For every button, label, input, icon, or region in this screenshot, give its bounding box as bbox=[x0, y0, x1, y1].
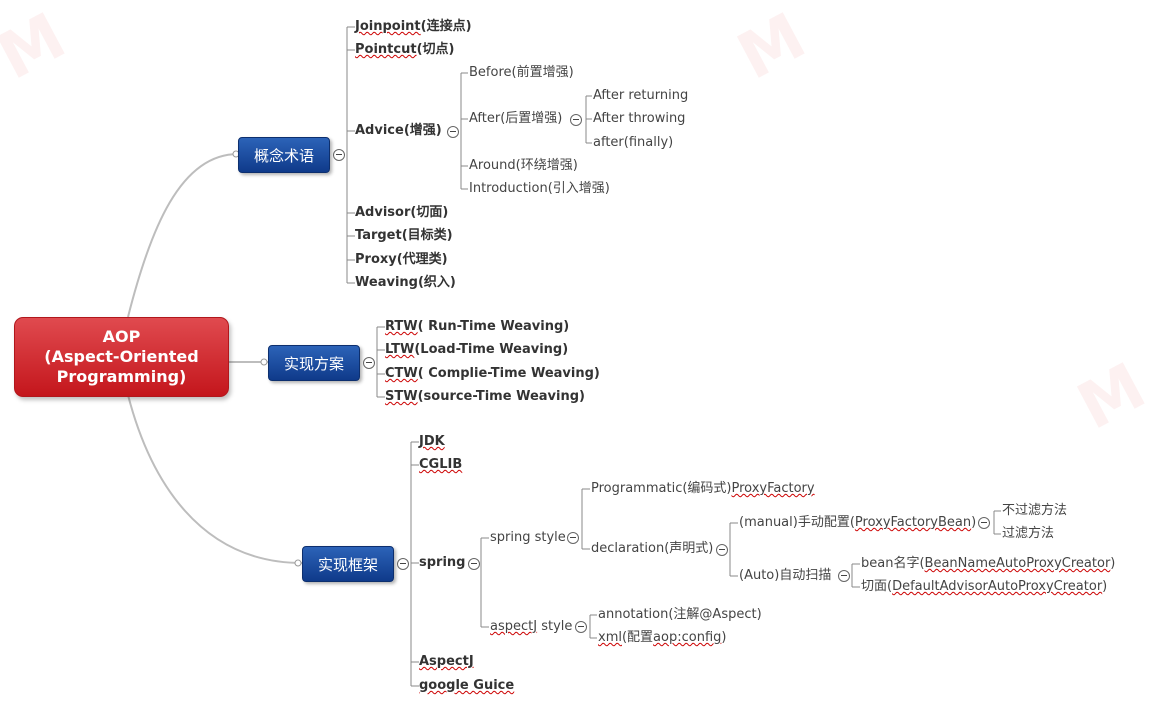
node-implementation[interactable]: 实现方案 bbox=[268, 345, 360, 381]
node-frameworks[interactable]: 实现框架 bbox=[302, 546, 394, 582]
topic-no-filter[interactable]: 不过滤方法 bbox=[1002, 503, 1068, 518]
topic-after[interactable]: After(后置增强) bbox=[469, 111, 563, 126]
node-implementation-label: 实现方案 bbox=[283, 354, 344, 373]
topic-annotation[interactable]: annotation(注解@Aspect) bbox=[598, 607, 762, 622]
collapse-toggle-icon[interactable] bbox=[468, 558, 480, 570]
topic-aspect-creator[interactable]: 切面(DefaultAdvisorAutoProxyCreator) bbox=[861, 579, 1108, 594]
topic-aspectj[interactable]: AspectJ bbox=[419, 654, 474, 669]
collapse-toggle-icon[interactable] bbox=[567, 532, 579, 544]
collapse-toggle-icon[interactable] bbox=[716, 544, 728, 556]
topic-declaration[interactable]: declaration(声明式) bbox=[591, 541, 714, 556]
root-node-aop[interactable]: AOP (Aspect-Oriented Programming) bbox=[14, 317, 229, 397]
topic-advice[interactable]: Advice(增强) bbox=[355, 123, 442, 138]
collapse-toggle-icon[interactable] bbox=[397, 558, 409, 570]
topic-xml[interactable]: xml(配置aop:config) bbox=[598, 630, 727, 645]
collapse-toggle-icon[interactable] bbox=[333, 149, 345, 161]
topic-spring[interactable]: spring bbox=[419, 555, 466, 570]
topic-proxy[interactable]: Proxy(代理类) bbox=[355, 252, 448, 267]
topic-advisor[interactable]: Advisor(切面) bbox=[355, 205, 449, 220]
topic-target[interactable]: Target(目标类) bbox=[355, 228, 453, 243]
topic-bean-name[interactable]: bean名字(BeanNameAutoProxyCreator) bbox=[861, 556, 1116, 571]
connector-frameworks bbox=[127, 394, 303, 564]
topic-before[interactable]: Before(前置增强) bbox=[469, 65, 574, 80]
topic-programmatic[interactable]: Programmatic(编码式)ProxyFactory bbox=[591, 481, 815, 496]
node-concepts[interactable]: 概念术语 bbox=[238, 137, 330, 173]
topic-pointcut[interactable]: Pointcut(切点) bbox=[355, 42, 455, 57]
topic-ctw[interactable]: CTW( Complie-Time Weaving) bbox=[385, 366, 600, 381]
collapse-toggle-icon[interactable] bbox=[978, 517, 990, 529]
topic-after-throwing[interactable]: After throwing bbox=[593, 111, 686, 126]
topic-joinpoint[interactable]: Joinpoint(连接点) bbox=[355, 19, 472, 34]
node-frameworks-label: 实现框架 bbox=[317, 555, 378, 574]
collapse-toggle-icon[interactable] bbox=[363, 357, 375, 369]
collapse-toggle-icon[interactable] bbox=[570, 114, 582, 126]
collapse-toggle-icon[interactable] bbox=[575, 621, 587, 633]
connector-concepts bbox=[127, 153, 239, 318]
collapse-toggle-icon[interactable] bbox=[447, 126, 459, 138]
topic-filter[interactable]: 过滤方法 bbox=[1002, 526, 1055, 541]
topic-introduction[interactable]: Introduction(引入增强) bbox=[469, 181, 610, 196]
topic-aspectj-style[interactable]: aspectJ style bbox=[490, 619, 573, 634]
root-line-2: (Aspect-Oriented bbox=[44, 347, 199, 366]
topic-after-returning[interactable]: After returning bbox=[593, 88, 689, 103]
root-line-3: Programming) bbox=[56, 367, 187, 386]
topic-spring-style[interactable]: spring style bbox=[490, 530, 566, 545]
collapse-toggle-icon[interactable] bbox=[838, 570, 850, 582]
topic-cglib[interactable]: CGLIB bbox=[419, 457, 463, 472]
topic-jdk[interactable]: JDK bbox=[419, 434, 445, 449]
root-line-1: AOP bbox=[102, 327, 141, 346]
topic-around[interactable]: Around(环绕增强) bbox=[469, 158, 578, 173]
topic-google-guice[interactable]: google Guice bbox=[419, 678, 515, 693]
topic-manual[interactable]: (manual)手动配置(ProxyFactoryBean) bbox=[739, 515, 977, 530]
node-concepts-label: 概念术语 bbox=[253, 146, 314, 165]
topic-after-finally[interactable]: after(finally) bbox=[593, 135, 674, 150]
topic-weaving[interactable]: Weaving(织入) bbox=[355, 275, 456, 290]
topic-stw[interactable]: STW(source-Time Weaving) bbox=[385, 389, 585, 404]
topic-auto[interactable]: (Auto)自动扫描 bbox=[739, 568, 832, 583]
topic-rtw[interactable]: RTW( Run-Time Weaving) bbox=[385, 319, 570, 334]
topic-ltw[interactable]: LTW(Load-Time Weaving) bbox=[385, 342, 569, 357]
